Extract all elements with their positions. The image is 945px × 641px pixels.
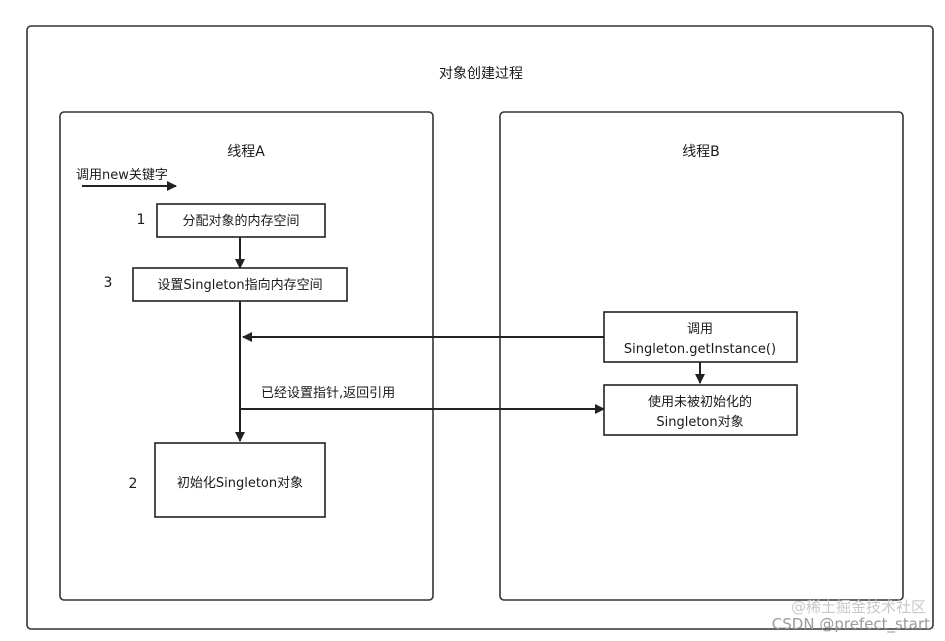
step-2-box [154, 442, 326, 518]
watermark-juejin: @稀土掘金技术社区 [791, 598, 926, 616]
new-keyword-label: 调用new关键字 [76, 168, 168, 183]
thread-a-frame [59, 111, 434, 601]
step-3-number: 3 [104, 275, 113, 291]
call-box-line1: 调用 [687, 322, 713, 337]
step-2-number: 2 [129, 476, 138, 492]
thread-a-label: 线程A [227, 144, 265, 160]
thread-b-label: 线程B [682, 144, 720, 160]
step-1-box [156, 203, 326, 238]
call-box-line2: Singleton.getInstance() [624, 342, 776, 357]
use-box-line2: Singleton对象 [656, 415, 743, 430]
step-1-number: 1 [137, 212, 146, 228]
return-note: 已经设置指针,返回引用 [261, 386, 395, 401]
use-box [603, 384, 798, 436]
outer-frame [26, 25, 934, 630]
step-3-text: 设置Singleton指向内存空间 [157, 277, 322, 293]
diagram-title: 对象创建过程 [439, 66, 523, 82]
step-2-text: 初始化Singleton对象 [177, 476, 303, 491]
watermark-csdn: CSDN @prefect_start [772, 615, 930, 634]
step-1-text: 分配对象的内存空间 [182, 213, 299, 229]
step-3-box [132, 267, 348, 302]
thread-b-frame [499, 111, 904, 601]
use-box-line1: 使用未被初始化的 [648, 394, 752, 410]
